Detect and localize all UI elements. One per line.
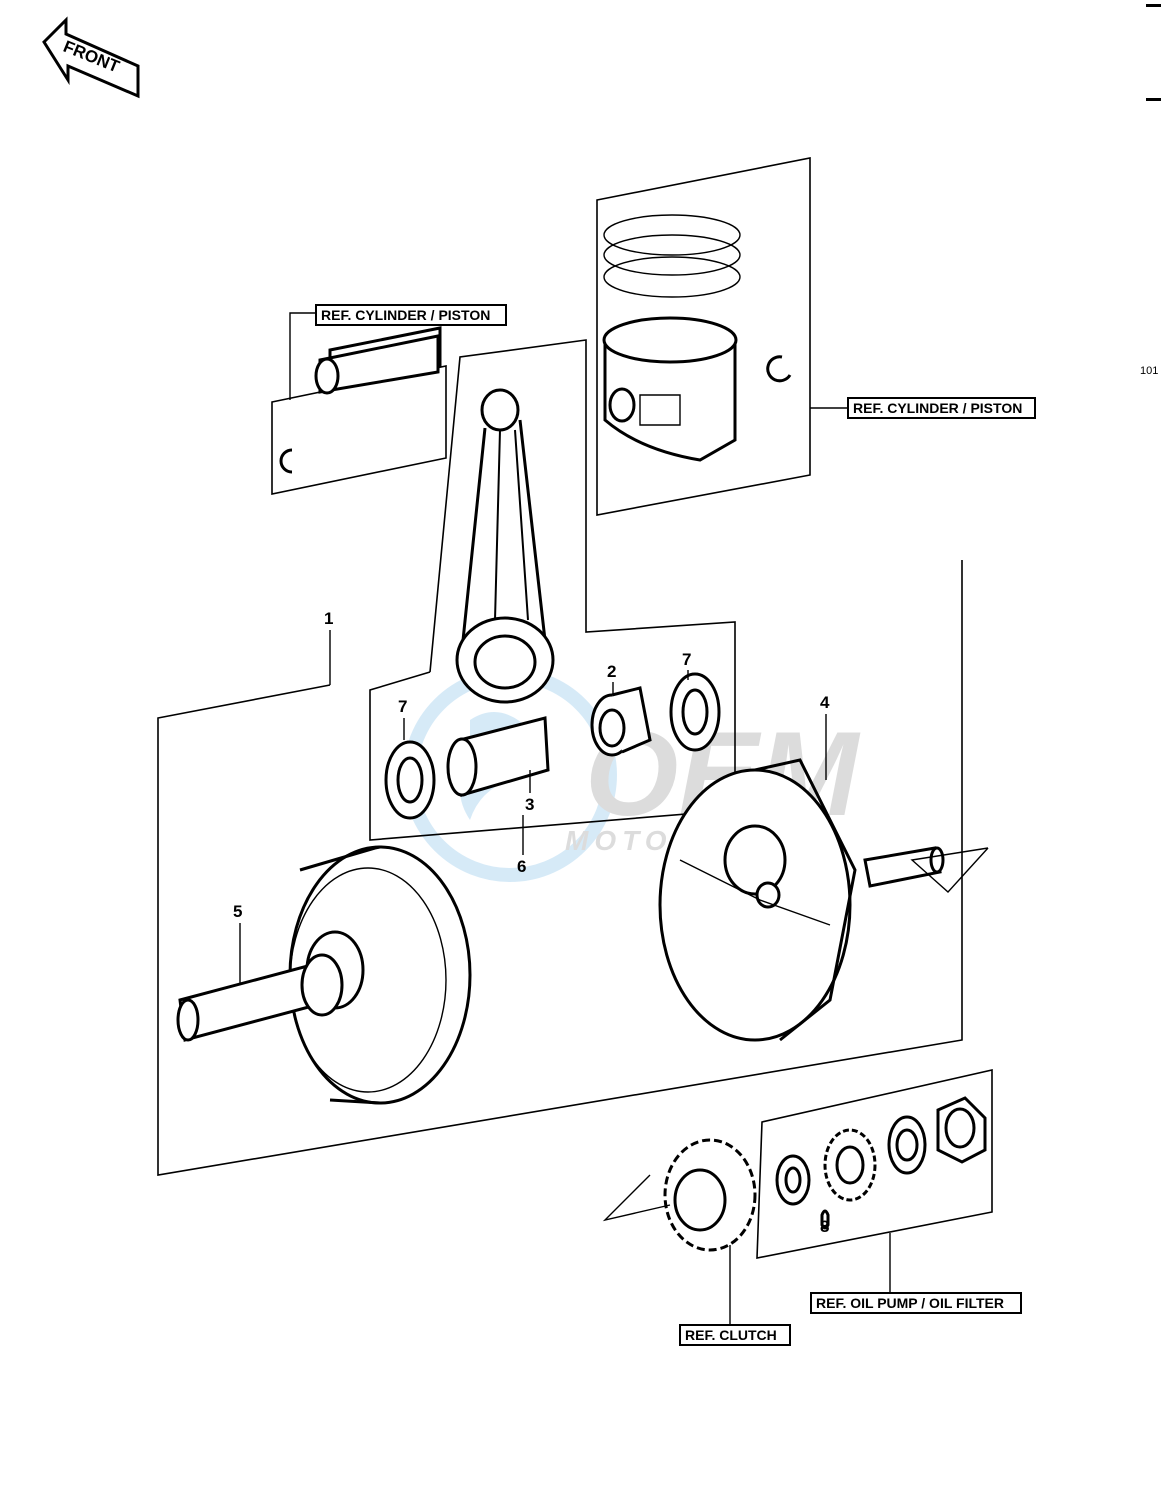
oil-pump-lock-washer [887, 1115, 927, 1175]
callout-1: 1 [324, 609, 333, 628]
thrust-washer-right [669, 672, 721, 752]
ref-cylinder-piston-right: REF. CYLINDER / PISTON [853, 400, 1022, 416]
oil-pump-washer [775, 1154, 811, 1206]
piston-pin-clip-right [766, 355, 792, 383]
connecting-rod [455, 388, 555, 704]
conrod-frame [369, 339, 736, 841]
needle-bearing [590, 686, 652, 757]
callout-4: 4 [820, 693, 830, 712]
callout-2: 2 [607, 662, 616, 681]
callout-8: 8 [820, 1217, 829, 1236]
callout-5: 5 [233, 902, 242, 921]
piston-pin [314, 326, 442, 395]
page-number: 101 [1140, 365, 1158, 377]
callout-6: 6 [517, 857, 526, 876]
ref-cylinder-piston-left-box [315, 304, 507, 326]
callout-7-left: 7 [398, 697, 407, 716]
crank-pin [446, 716, 550, 797]
piston [602, 316, 738, 462]
leader-pin-ref [289, 312, 316, 400]
primary-drive-gear [663, 1138, 757, 1252]
ref-clutch-box [679, 1324, 791, 1346]
ref-clutch: REF. CLUTCH [685, 1327, 777, 1343]
thrust-washer-left [384, 740, 436, 820]
crankshaft-nut-icon [936, 1096, 987, 1164]
right-crankshaft-journal [863, 846, 945, 888]
ref-oil-pump: REF. OIL PUMP / OIL FILTER [816, 1295, 1004, 1311]
ref-cylinder-piston-right-box [847, 397, 1036, 419]
woodruff-key [820, 1209, 830, 1230]
front-arrow-icon: FRONT [42, 16, 140, 99]
oil-pump-frame [756, 1068, 993, 1259]
piston-rings [603, 214, 741, 298]
left-crankshaft-journal [176, 930, 365, 1042]
right-shaft-guide [910, 847, 989, 893]
ref-oil-pump-box [810, 1292, 1022, 1314]
edge-mark-top [1146, 4, 1161, 7]
crankshaft-frame [157, 560, 963, 1176]
piston-pin-clip-left [279, 448, 293, 474]
right-crank-wheel [658, 758, 857, 1042]
piston-group-frame [596, 157, 811, 516]
callout-3: 3 [525, 795, 534, 814]
callout-7-right: 7 [682, 650, 691, 669]
edge-mark-upper [1146, 98, 1161, 101]
oil-pump-drive-gear [823, 1128, 877, 1202]
clutch-gear-guide [602, 1174, 671, 1222]
ref-cylinder-piston-left: REF. CYLINDER / PISTON [321, 307, 490, 323]
